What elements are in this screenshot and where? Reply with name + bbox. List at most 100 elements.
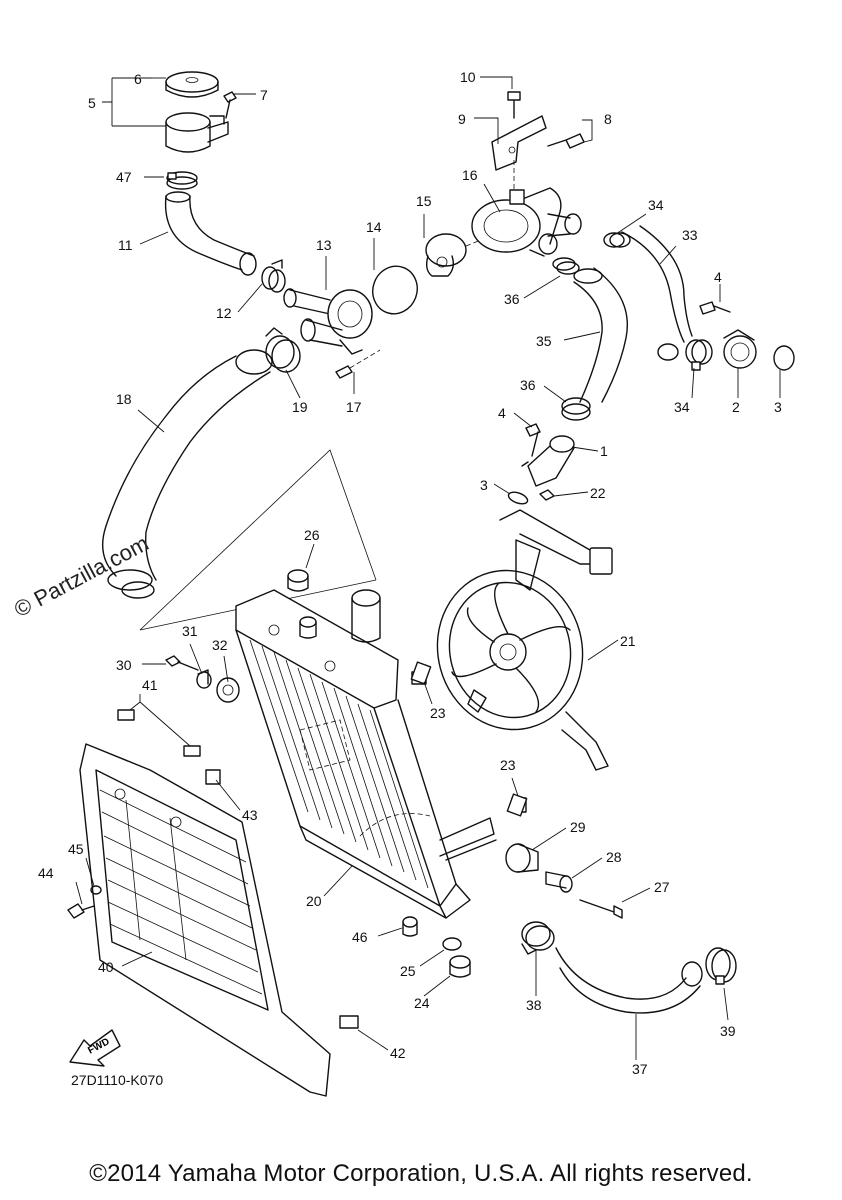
bolt-4-right-part: [699, 301, 731, 315]
leader-lines: [75, 76, 781, 1060]
callout-6: 6: [134, 71, 142, 87]
bolt-22-part: [539, 489, 555, 501]
callout-18: 18: [116, 391, 132, 407]
callout-14: 14: [366, 219, 382, 235]
callout-28: 28: [606, 849, 622, 865]
washer-25-part: [442, 937, 462, 951]
pipe-1-part: [521, 435, 575, 487]
callout-16: 16: [462, 167, 478, 183]
callout-25: 25: [400, 963, 416, 979]
collar-31-part: [196, 669, 212, 689]
callout-47: 47: [116, 169, 132, 185]
callout-36-lower: 36: [520, 377, 536, 393]
drain-bolt-24-part: [449, 955, 471, 978]
callout-44: 44: [38, 865, 54, 881]
cooling-fan-21-part: [436, 509, 613, 771]
washer-45-part: [90, 885, 102, 895]
bracket-9-part: [491, 115, 547, 190]
callout-15: 15: [416, 193, 432, 209]
callout-13: 13: [316, 237, 332, 253]
radiator-grille-40-part: [79, 743, 331, 1097]
forward-arrow-icon: FWD: [69, 1029, 121, 1067]
o-ring-14-part: [372, 265, 418, 315]
callout-26: 26: [304, 527, 320, 543]
hose-clamp-36-top-part: [552, 257, 580, 275]
callout-9: 9: [458, 111, 466, 127]
bolt-4-left-part: [525, 423, 541, 457]
thermostat-cover-16-part: [471, 187, 582, 257]
callout-32: 32: [212, 637, 228, 653]
radiator-hose-18-part: [102, 349, 273, 599]
callout-39: 39: [720, 1023, 736, 1039]
diagram-code: 27D1110-K070: [71, 1072, 164, 1088]
callout-31: 31: [182, 623, 198, 639]
hose-clamp-39-part: [705, 947, 737, 985]
callout-35: 35: [536, 333, 552, 349]
clip-41-part: [117, 709, 201, 757]
callout-22: 22: [590, 485, 606, 501]
o-ring-3-left-part: [507, 491, 529, 505]
callout-10: 10: [460, 69, 476, 85]
callout-1: 1: [600, 443, 608, 459]
hose-clamp-36-lower-part: [561, 397, 591, 421]
cap-26-part: [287, 569, 309, 592]
grommet-23-lower-part: [506, 793, 528, 817]
callout-2: 2: [732, 399, 740, 415]
callout-33: 33: [682, 227, 698, 243]
callout-7: 7: [260, 87, 268, 103]
bolt-7-part: [223, 91, 237, 119]
callout-12: 12: [216, 305, 232, 321]
callout-11: 11: [118, 237, 133, 253]
callout-41: 41: [142, 677, 158, 693]
callout-30: 30: [116, 657, 132, 673]
hose-clamp-12-part: [261, 259, 286, 293]
clip-42-part: [339, 1015, 359, 1029]
callout-45: 45: [68, 841, 84, 857]
callout-38: 38: [526, 997, 542, 1013]
bolt-44-part: [67, 903, 95, 919]
callout-43: 43: [242, 807, 258, 823]
callout-24: 24: [414, 995, 430, 1011]
hose-clamp-19-part: [265, 327, 301, 373]
callout-21: 21: [620, 633, 636, 649]
collar-28-part: [545, 871, 573, 893]
damper-32-part: [216, 677, 240, 703]
damper-29-part: [505, 843, 539, 873]
bolt-10-part: [507, 91, 521, 119]
callout-42: 42: [390, 1045, 406, 1061]
callout-37: 37: [632, 1061, 648, 1077]
copyright-notice: ©2014 Yamaha Motor Corporation, U.S.A. A…: [89, 1160, 753, 1187]
callout-23-upper: 23: [430, 705, 446, 721]
callout-46: 46: [352, 929, 368, 945]
callout-3-left: 3: [480, 477, 488, 493]
nut-46-part: [402, 916, 418, 937]
callout-27: 27: [654, 879, 670, 895]
bolt-27-part: [579, 899, 623, 919]
bolt-8-part: [547, 133, 585, 149]
callout-40: 40: [98, 959, 114, 975]
callout-34-top: 34: [648, 197, 664, 213]
callout-23-lower: 23: [500, 757, 516, 773]
grommet-23-upper-part: [410, 661, 432, 685]
hose-clamp-34-lower-part: [685, 339, 713, 371]
callout-36-top: 36: [504, 291, 520, 307]
callout-4-left: 4: [498, 405, 506, 421]
hose-clamp-47-part: [166, 171, 198, 190]
bolt-17-part: [335, 349, 381, 379]
pipe-2-part: [723, 329, 757, 369]
radiator-hose-37-part: [555, 947, 703, 1014]
hose-clamp-38-part: [521, 921, 555, 955]
thermostat-housing-13-part: [283, 288, 373, 355]
callout-20: 20: [306, 893, 322, 909]
callout-5: 5: [88, 95, 96, 111]
callout-34-lower: 34: [674, 399, 690, 415]
hose-clamp-34-top-part: [603, 232, 631, 248]
callout-19: 19: [292, 399, 308, 415]
callout-numbers: 1 2 3 3 4 4 5 6 7 8 9 10 11 12 13 14 15 …: [38, 69, 782, 1077]
radiator-hose-33-part: [621, 225, 693, 361]
radiator-cap-part: [165, 71, 219, 98]
callout-17: 17: [346, 399, 362, 415]
callout-3-right: 3: [774, 399, 782, 415]
callout-8: 8: [604, 111, 612, 127]
radiator-hose-11-part: [164, 191, 257, 276]
